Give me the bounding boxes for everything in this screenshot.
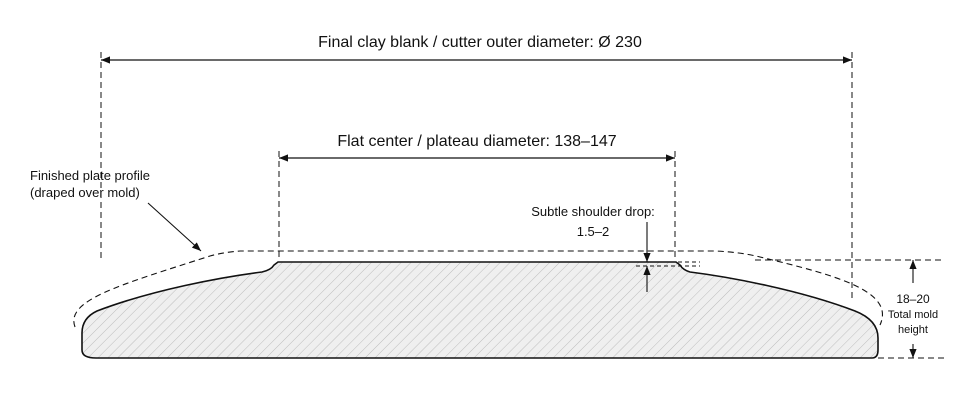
plate-profile-leader [147,202,202,252]
height-label-line1: Total mold [888,309,938,321]
height-label-line2: height [898,324,928,336]
shoulder-label-line1: Subtle shoulder drop: [531,204,655,219]
plate-profile-label-line2: (draped over mold) [30,185,140,200]
finished-plate-profile [73,250,883,328]
shoulder-label-line2: 1.5–2 [577,224,610,239]
plate-profile-label-line1: Finished plate profile [30,168,150,183]
mold-cross-section [81,261,879,359]
height-value-label: 18–20 [896,292,930,306]
outer-diameter-label: Final clay blank / cutter outer diameter… [318,34,642,51]
plateau-diameter-label: Flat center / plateau diameter: 138–147 [337,133,616,150]
